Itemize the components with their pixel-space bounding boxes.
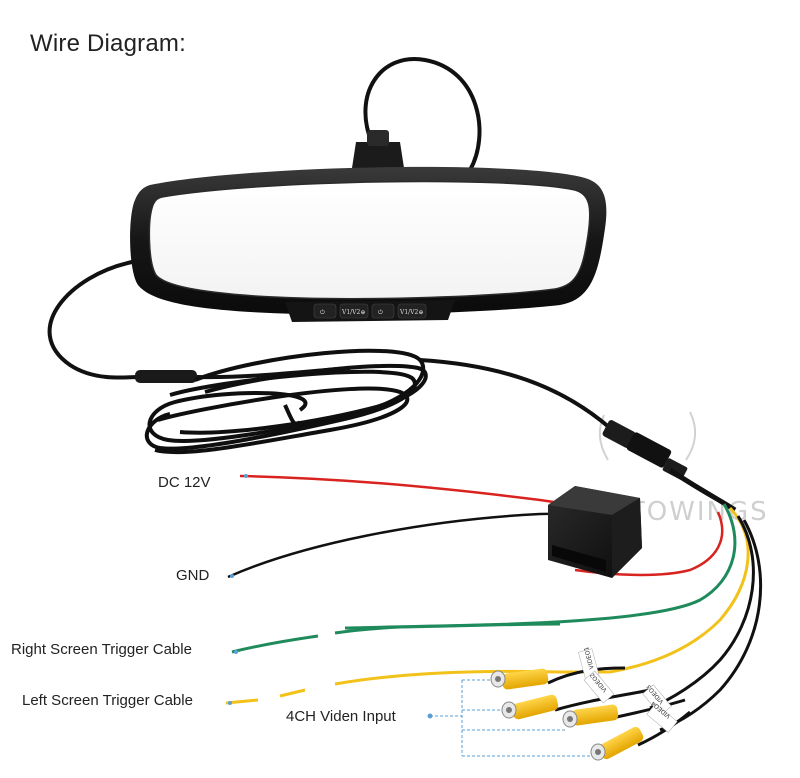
power-button-2[interactable] [371, 303, 395, 319]
dc-12v-label: DC 12V [158, 474, 211, 491]
right-screen-trigger-label: Right Screen Trigger Cable [11, 641, 192, 658]
mirror-glass [148, 180, 591, 300]
right-trigger-pointer-dot [234, 650, 238, 654]
dc-pointer-dot [244, 474, 248, 478]
video-input-bracket [430, 679, 590, 757]
rca-connector-2: VIDEO2 [501, 670, 651, 720]
left-screen-trigger-label: Left Screen Trigger Cable [22, 692, 193, 709]
source-button-2-label: V1/V2⊕ [399, 309, 423, 316]
left-trigger-pointer-dot [228, 701, 232, 705]
main-harness-cable [419, 358, 612, 430]
control-box [548, 486, 642, 578]
mirror-buttons: ⏻ V1/V2⊕ ⏻ V1/V2⊕ [313, 303, 427, 319]
coiled-cable [144, 348, 428, 455]
source-button-1-label: V1/V2⊕ [341, 309, 365, 316]
source-button-1[interactable] [339, 303, 369, 319]
source-button-2[interactable] [397, 303, 427, 319]
yellow-wire-bundle [609, 506, 750, 674]
diagram-title: Wire Diagram: [30, 30, 186, 57]
rca-connector-4: VIDEO4 [590, 699, 691, 761]
inline-connector [135, 370, 197, 383]
mirror-output-cable [47, 260, 161, 380]
gnd-pointer-dot [230, 574, 234, 578]
mirror-mount [352, 142, 404, 168]
video-input-label: 4CH Viden Input [286, 708, 396, 725]
watermark-wing-right [685, 411, 697, 461]
gnd-wire [227, 512, 601, 579]
power-button-1-label: ⏻ [320, 309, 325, 316]
right-trigger-wire-left [231, 634, 319, 654]
mount-stem [367, 130, 389, 146]
mount-cable [363, 57, 482, 171]
watermark-wing-left [598, 414, 609, 461]
power-button-2-label: ⏻ [378, 309, 383, 316]
dc-12v-wire [239, 474, 601, 512]
gnd-label: GND [176, 567, 210, 584]
video-input-pointer-dot [427, 713, 433, 719]
mirror-button-panel [285, 300, 455, 322]
rca-connector-1: VIDEO1 [490, 646, 626, 690]
power-button-1[interactable] [313, 303, 337, 319]
